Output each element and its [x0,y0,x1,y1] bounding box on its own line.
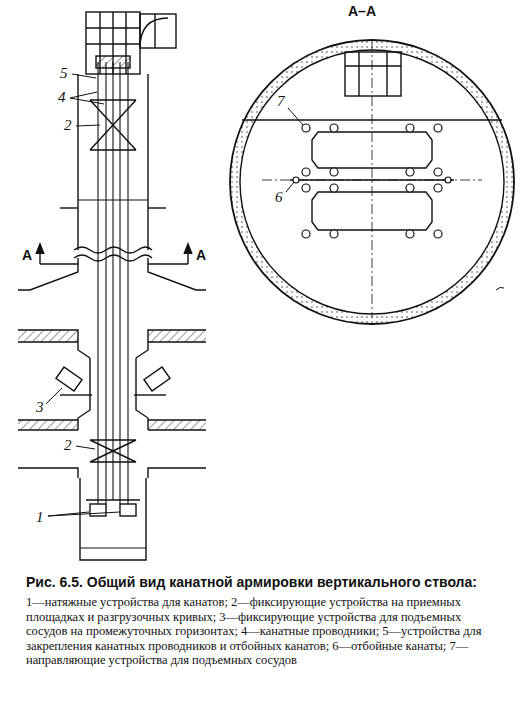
callout-number: 1 [36,510,44,525]
figure-key: 1—натяжные устройства для канатов; 2—фик… [26,595,496,668]
section-title: А–А [348,4,376,18]
callout-number: 3 [36,400,44,415]
callout-number: 2 [64,438,72,453]
section-mark: А [196,248,206,262]
callout-number: 5 [60,66,68,81]
section-mark: А [22,248,32,262]
figure-caption: Рис. 6.5. Общий вид канатной армировки в… [26,574,496,591]
callout-number: 7 [277,94,285,109]
callout-number: 6 [275,190,283,205]
callout-number: 4 [58,90,66,105]
callout-number: 2 [64,118,72,133]
